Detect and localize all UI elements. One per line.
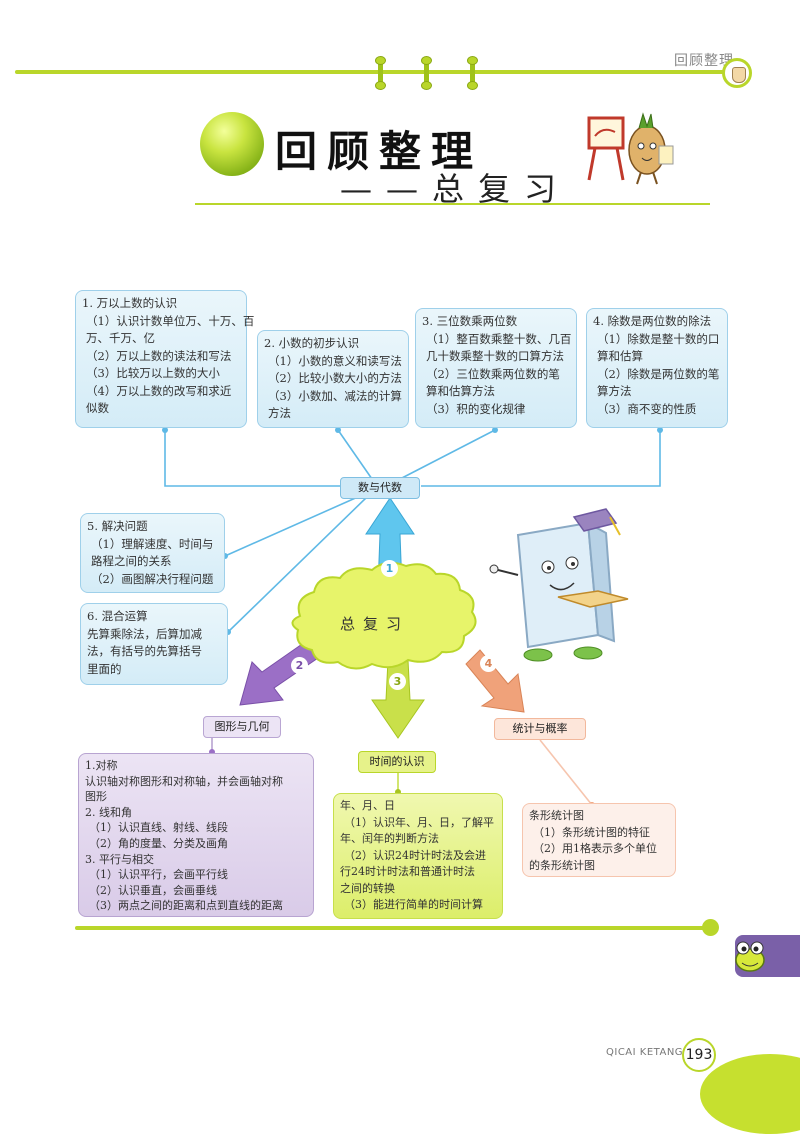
- box-line: （2）角的度量、分类及画角: [89, 836, 228, 850]
- box-line: 算和估算方法: [426, 384, 495, 398]
- box-line: （1）除数是整十数的口: [597, 331, 720, 346]
- book-badge-icon: [722, 58, 752, 88]
- branch-num-algebra: 数与代数: [340, 477, 420, 499]
- box-line: 4. 除数是两位数的除法: [593, 314, 712, 328]
- box-line: （1）认识年、月、日，了解平: [344, 815, 494, 829]
- box-line: （1）认识计数单位万、十万、百: [86, 313, 255, 328]
- box-line: 1. 万以上数的认识: [82, 296, 178, 310]
- box-line: （4）万以上数的改写和求近: [86, 383, 232, 398]
- box-line: （3）积的变化规律: [426, 401, 526, 416]
- box-line: （1）认识直线、射线、线段: [89, 821, 228, 835]
- box-line: （2）三位数乘两位数的笔: [426, 366, 560, 381]
- arrow-number-2: 2: [291, 657, 308, 674]
- center-topic: 总复习: [340, 615, 410, 633]
- book-mascot-illustration: [489, 508, 629, 662]
- box-line: （1）条形统计图的特征: [533, 825, 650, 839]
- box-line: 认识轴对称图形和对称轴，并会画轴对称: [85, 774, 283, 788]
- box-line: （1）小数的意义和读写法: [268, 353, 402, 368]
- topic-box-statistics: 条形统计图 （1）条形统计图的特征 （2）用1格表示多个单位 的条形统计图: [522, 803, 676, 877]
- page-subtitle: ——总复习: [340, 170, 571, 208]
- binder-pin-icon: [375, 56, 386, 90]
- box-line: 似数: [86, 401, 109, 415]
- box-line: 之间的转换: [340, 881, 395, 895]
- box-line: 路程之间的关系: [91, 554, 172, 568]
- frog-mascot-icon: [735, 941, 765, 972]
- title-rule: [195, 203, 710, 205]
- topic-box-geometry: 1.对称 认识轴对称图形和对称轴，并会画轴对称 图形 2. 线和角 （1）认识直…: [78, 753, 314, 917]
- box-line: （3）两点之间的距离和点到直线的距离: [89, 899, 283, 913]
- box-line: （2）用1格表示多个单位: [533, 842, 657, 855]
- box-line: （1）理解速度、时间与: [91, 536, 214, 551]
- box-line: 5. 解决问题: [87, 519, 148, 533]
- box-line: （2）万以上数的读法和写法: [86, 348, 232, 363]
- box-line: 算方法: [597, 384, 632, 398]
- page-title: 回顾整理: [275, 127, 484, 176]
- box-line: 条形统计图: [529, 809, 584, 822]
- box-line: （2）画图解决行程问题: [91, 571, 214, 586]
- green-ball-icon: [200, 112, 264, 176]
- box-line: 里面的: [87, 661, 122, 676]
- topic-box-decimals: 2. 小数的初步认识 （1）小数的意义和读写法 （2）比较小数大小的方法 （3）…: [257, 330, 409, 428]
- topic-box-multiplication: 3. 三位数乘两位数 （1）整百数乘整十数、几百 几十数乘整十数的口算方法 （2…: [415, 308, 577, 428]
- box-line: 算和估算: [597, 349, 643, 363]
- arrow-number-4: 4: [480, 655, 497, 672]
- topic-box-large-numbers: 1. 万以上数的认识 （1）认识计数单位万、十万、百 万、千万、亿 （2）万以上…: [75, 290, 255, 428]
- box-line: 法，有括号的先算括号: [87, 644, 202, 658]
- box-line: 年、闰年的判断方法: [340, 832, 439, 845]
- box-line: （2）认识垂直，会画垂线: [89, 883, 217, 897]
- footer-rule: [75, 926, 710, 930]
- branch-geometry: 图形与几何: [203, 716, 281, 738]
- branch-time: 时间的认识: [358, 751, 436, 773]
- arrow-number-3: 3: [389, 673, 406, 690]
- arrow-number-1: 1: [381, 560, 398, 577]
- box-line: 3. 平行与相交: [85, 852, 154, 866]
- box-line: 1.对称: [85, 759, 118, 772]
- box-line: （3）商不变的性质: [597, 401, 697, 416]
- box-line: （1）认识平行，会画平行线: [89, 868, 228, 882]
- box-line: （2）认识24时计时法及会进: [344, 848, 486, 862]
- pineapple-painter-illustration: [587, 112, 674, 185]
- topic-box-problem-solving: 5. 解决问题 （1）理解速度、时间与 路程之间的关系 （2）画图解决行程问题: [80, 513, 225, 593]
- box-line: 2. 小数的初步认识: [264, 336, 360, 350]
- box-line: （1）整百数乘整十数、几百: [426, 331, 572, 346]
- box-line: 万、千万、亿: [86, 331, 155, 345]
- branch-statistics: 统计与概率: [494, 718, 586, 740]
- topic-box-time: 年、月、日 （1）认识年、月、日，了解平 年、闰年的判断方法 （2）认识24时计…: [333, 793, 503, 919]
- box-line: 2. 线和角: [85, 805, 132, 819]
- binder-pin-icon: [467, 56, 478, 90]
- box-line: 先算乘除法，后算加减: [87, 626, 202, 641]
- box-line: 年、月、日: [340, 799, 395, 812]
- box-line: 行24时计时法和普通计时法: [340, 865, 475, 878]
- topic-box-mixed-operations: 6. 混合运算 先算乘除法，后算加减 法，有括号的先算括号 里面的: [80, 603, 228, 685]
- topic-box-division: 4. 除数是两位数的除法 （1）除数是整十数的口 算和估算 （2）除数是两位数的…: [586, 308, 728, 428]
- box-line: 的条形统计图: [529, 858, 595, 872]
- footer-brand: QICAI KETANG: [606, 1047, 684, 1058]
- box-line: （2）比较小数大小的方法: [268, 371, 402, 385]
- section-label: 回顾整理: [674, 53, 734, 69]
- box-line: 6. 混合运算: [87, 609, 148, 623]
- box-line: 3. 三位数乘两位数: [422, 314, 518, 328]
- mindmap-connectors: [162, 427, 663, 808]
- rule-end-dot: [702, 919, 719, 936]
- box-line: 方法: [268, 406, 291, 420]
- box-line: （3）比较万以上数的大小: [86, 366, 220, 380]
- box-line: （3）能进行简单的时间计算: [344, 898, 483, 911]
- box-line: 图形: [85, 790, 107, 804]
- box-line: （3）小数加、减法的计算: [268, 388, 402, 403]
- box-line: 几十数乘整十数的口算方法: [426, 349, 564, 363]
- binder-pin-icon: [421, 56, 432, 90]
- page-number: 193: [682, 1038, 716, 1072]
- box-line: （2）除数是两位数的笔: [597, 366, 720, 381]
